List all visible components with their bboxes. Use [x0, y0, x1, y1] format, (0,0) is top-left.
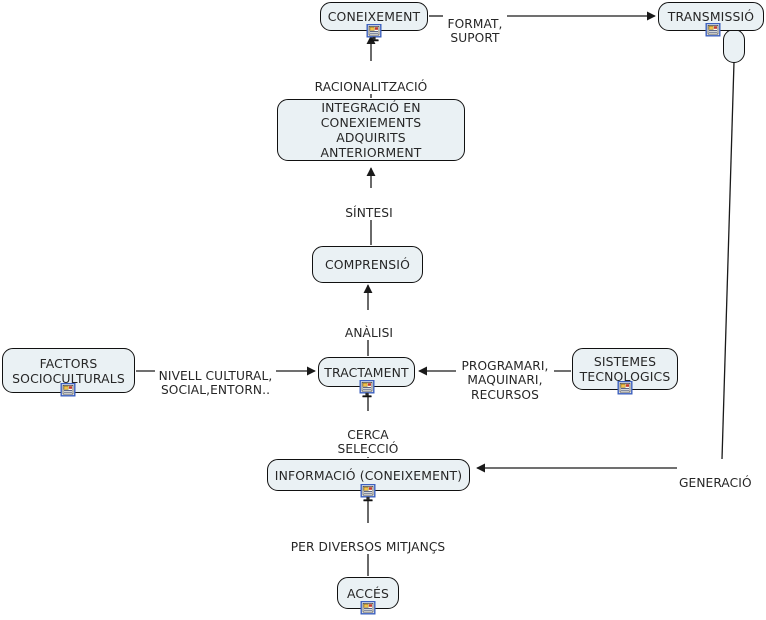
transmissio-connector-pill[interactable] [723, 29, 745, 63]
document-monitor-icon [617, 381, 633, 395]
node-informacio-coneixement-label: INFORMACIÓ (CONEIXEMENT) [274, 467, 463, 483]
node-tractament-label: TRACTAMENT [324, 364, 409, 380]
node-factors-socioculturals-label: FACTORS SOCIOCULTURALS [12, 355, 125, 386]
edge-label-sintesi: SÍNTESI [331, 191, 407, 221]
edge-label-format-suport: FORMAT, SUPORT [443, 2, 507, 46]
edge-label-analisi: ANÀLISI [331, 311, 407, 341]
edge-label-programari: PROGRAMARI, MAQUINARI, RECURSOS [456, 344, 554, 403]
node-sistemes-tecnologics-label: SISTEMES TECNOLOGICS [579, 354, 671, 384]
edge-label-cerca-seleccio: CERCA SELECCIÓ [328, 413, 408, 457]
document-monitor-icon [360, 484, 376, 502]
edge-label-generacio: GENERACIÓ [679, 461, 759, 491]
edge-transmissio-to-generacio [721, 61, 735, 460]
node-transmissio-label: TRANSMISSIÓ [667, 9, 755, 24]
node-comprensio-label: COMPRENSIÓ [324, 257, 411, 272]
node-integracio-label: INTEGRACIÓ EN CONEXIEMENTS ADQUIRITS ANT… [320, 100, 422, 160]
node-acces-label: ACCÉS [346, 585, 389, 601]
node-comprensio[interactable]: COMPRENSIÓ [312, 246, 423, 283]
edge-label-nivell-cultural: NIVELL CULTURAL, SOCIAL,ENTORN.. [155, 354, 276, 398]
document-monitor-icon [60, 383, 76, 397]
node-integracio[interactable]: INTEGRACIÓ EN CONEXIEMENTS ADQUIRITS ANT… [277, 99, 465, 161]
document-monitor-icon [705, 23, 721, 37]
document-monitor-icon [366, 24, 382, 42]
node-coneixement-label: CONEIXEMENT [327, 9, 421, 24]
edge-label-per-diversos-mitjancs: PER DIVERSOS MITJANÇS [283, 525, 453, 555]
document-monitor-icon [359, 380, 375, 398]
edge-label-racionalitzacio: RACIONALITZACIÓ [296, 65, 446, 95]
document-monitor-icon [360, 601, 376, 615]
